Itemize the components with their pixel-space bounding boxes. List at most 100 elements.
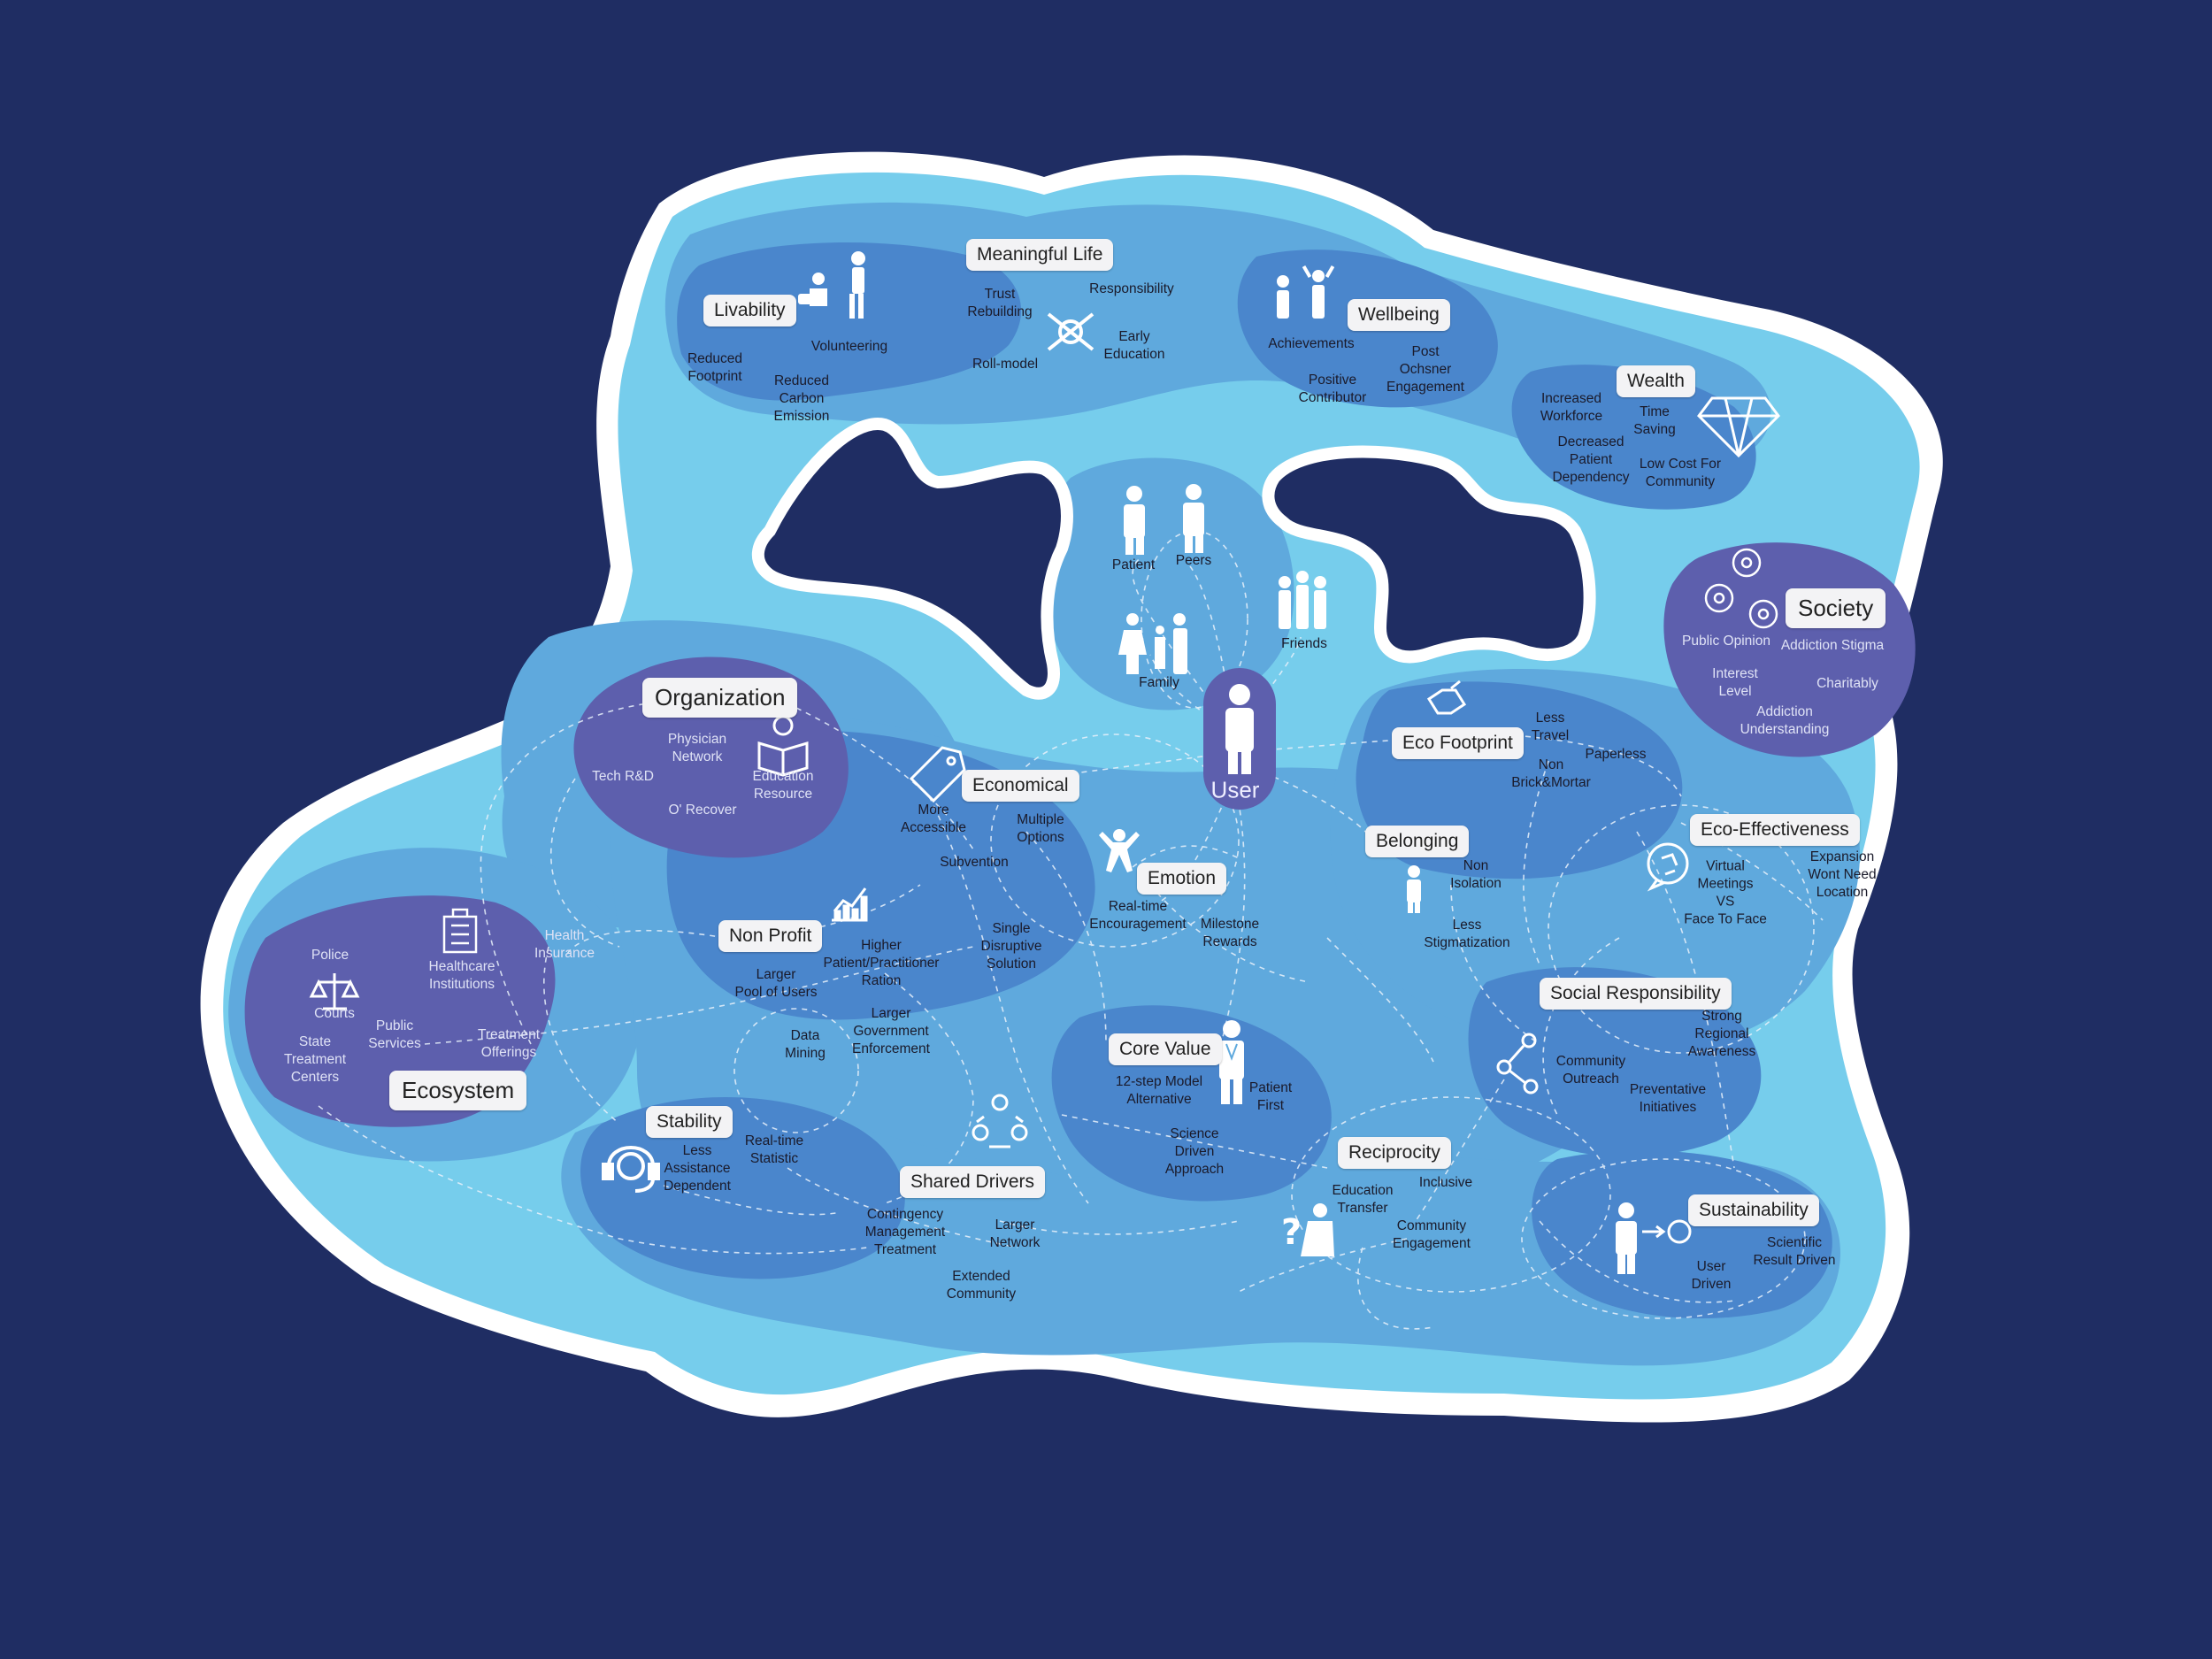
item-education-resource: Education Resource [752,768,814,802]
label-non-profit[interactable]: Non Profit [718,920,823,952]
mid-column [1042,457,1294,710]
item-contingency: Contingency Management Treatment [864,1206,946,1258]
svg-text:?: ? [1281,1212,1302,1253]
label-stability[interactable]: Stability [646,1106,733,1138]
label-society[interactable]: Society [1786,588,1886,628]
item-realtime-encouragement: Real-time Encouragement [1089,898,1187,932]
item-larger-network: Larger Network [989,1217,1041,1250]
cycle-bubble-icon [1647,842,1689,892]
label-economical[interactable]: Economical [962,770,1079,802]
item-realtime-statistic: Real-time Statistic [744,1133,804,1166]
patient-icon [1124,486,1145,555]
question-icon: ? [1281,1203,1334,1256]
item-single-disruptive: Single Disruptive Solution [980,920,1042,972]
item-milestone-rewards: Milestone Rewards [1200,916,1260,949]
item-reduced-carbon: Reduced Carbon Emission [773,373,830,425]
chart-icon [832,887,868,922]
item-interest-level: Interest Level [1712,665,1758,699]
item-less-travel: Less Travel [1531,710,1570,743]
item-data-mining: Data Mining [785,1027,826,1061]
scales-icon [309,973,360,1010]
item-subvention: Subvention [940,854,1009,870]
label-social-responsibility[interactable]: Social Responsibility [1540,978,1732,1010]
item-inclusive: Inclusive [1418,1174,1473,1190]
item-science-driven: Science Driven Approach [1164,1125,1225,1178]
doctor-icon [1219,1020,1244,1104]
handshake-icon [1047,312,1094,351]
label-livability[interactable]: Livability [703,295,796,326]
item-healthcare-institutions: Healthcare Institutions [428,958,495,992]
item-strong-regional: Strong Regional Awareness [1687,1008,1756,1060]
item-public-services: Public Services [368,1018,421,1051]
lake-left [751,418,1073,700]
share-icon [1496,1033,1539,1094]
person-icon [1407,865,1421,913]
label-shared-drivers[interactable]: Shared Drivers [900,1166,1046,1198]
item-reduced-footprint: Reduced Footprint [687,350,743,384]
achievement-icon [1277,265,1335,319]
family-icon [1118,613,1187,674]
diamond-icon [1697,396,1780,458]
label-emotion[interactable]: Emotion [1137,863,1227,895]
recycle-icon [1426,680,1467,715]
item-public-opinion: Public Opinion [1682,633,1770,649]
item-multiple-options: Multiple Options [1017,811,1064,845]
item-positive-contributor: Positive Contributor [1298,372,1367,405]
user-icon [1225,684,1254,774]
item-friends: Friends [1281,635,1327,651]
item-family: Family [1139,674,1179,690]
label-core-value[interactable]: Core Value [1109,1033,1222,1065]
item-increased-workforce: Increased Workforce [1540,390,1603,424]
item-decreased-dependency: Decreased Patient Dependency [1552,434,1630,486]
item-charitably: Charitably [1816,675,1878,691]
item-time-saving: Time Saving [1633,403,1676,437]
label-organization[interactable]: Organization [642,678,798,718]
label-eco-footprint[interactable]: Eco Footprint [1392,727,1524,759]
label-ecosystem[interactable]: Ecosystem [389,1071,527,1110]
inner-bottom-left [580,1097,905,1279]
item-courts: Courts [314,1005,355,1021]
item-paperless: Paperless [1585,746,1647,762]
item-trust-rebuilding: Trust Rebuilding [967,286,1033,319]
item-low-cost: Low Cost For Community [1639,456,1722,489]
label-eco-effectiveness[interactable]: Eco-Effectiveness [1690,814,1860,846]
item-health-insurance: Health Insurance [534,927,595,961]
item-state-treatment: State Treatment Centers [283,1033,347,1086]
jump-icon [1099,829,1140,872]
item-achievements: Achievements [1268,335,1355,351]
friends-icon [1279,571,1326,629]
item-education-transfer: Education Transfer [1332,1182,1394,1216]
item-police: Police [311,947,349,963]
label-belonging[interactable]: Belonging [1365,826,1470,857]
label-sustainability[interactable]: Sustainability [1688,1194,1819,1226]
label-wellbeing[interactable]: Wellbeing [1348,299,1450,331]
item-less-stigmatization: Less Stigmatization [1424,917,1510,950]
lake-right [1262,445,1596,664]
item-addiction-stigma: Addiction Stigma [1780,637,1885,653]
label-wealth[interactable]: Wealth [1617,365,1695,397]
team-icon [972,1094,1028,1148]
item-preventative: Preventative Initiatives [1629,1081,1707,1115]
item-addiction-understanding: Addiction Understanding [1740,703,1830,737]
inner-social [1468,967,1762,1157]
item-expansion: Expansion Wont Need Location [1808,849,1877,901]
item-scientific-result: Scientific Result Driven [1753,1234,1836,1268]
atoms-icon [1704,548,1778,629]
inner-top [677,242,1022,401]
volunteer-icon [798,251,865,319]
item-non-brick: Non Brick&Mortar [1511,757,1591,790]
item-o-recover: O' Recover [668,802,737,818]
item-higher-ratio: Higher Patient/Practitioner Ration [823,937,940,989]
label-reciprocity[interactable]: Reciprocity [1338,1137,1451,1169]
user-label[interactable]: User [1210,776,1260,803]
item-community-engagement: Community Engagement [1393,1217,1471,1251]
item-early-education: Early Education [1103,328,1165,362]
label-meaningful-life[interactable]: Meaningful Life [966,239,1114,271]
item-tech-rd: Tech R&D [592,768,654,784]
peers-icon [1183,484,1204,553]
building-icon [442,908,478,954]
item-twelve-step: 12-step Model Alternative [1115,1073,1203,1107]
item-patient: Patient [1111,557,1156,572]
ecosystem-blob [244,895,556,1127]
